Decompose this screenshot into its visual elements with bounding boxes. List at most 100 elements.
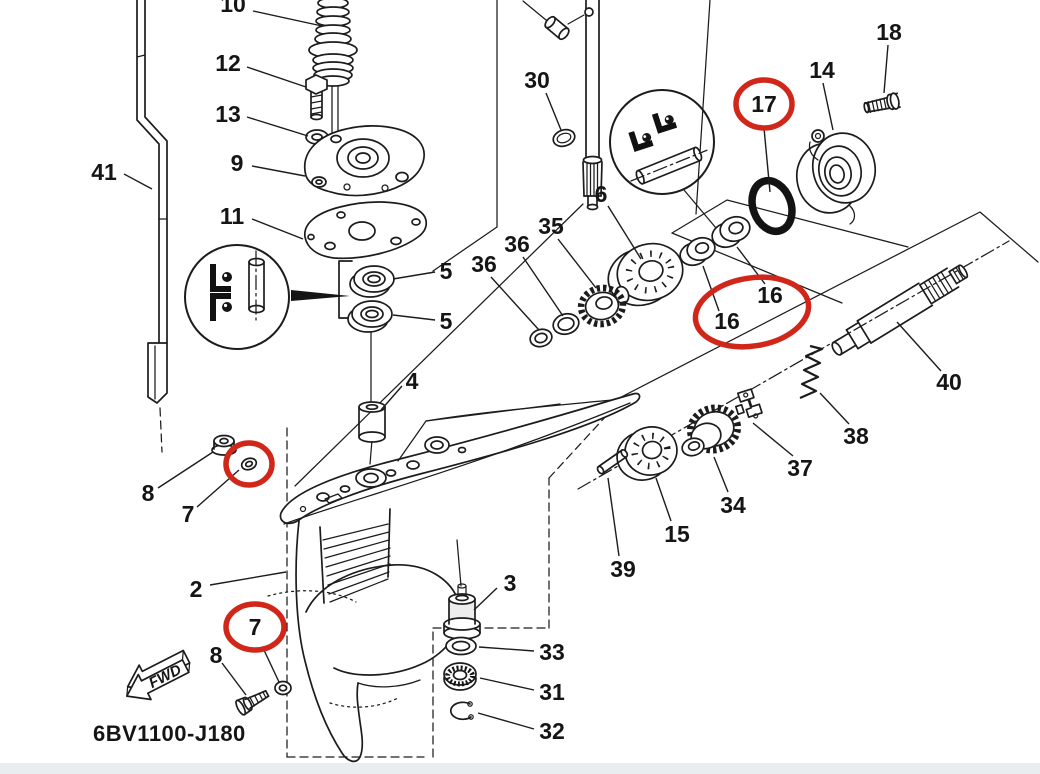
- leader-line-35-8: [557, 238, 597, 289]
- callout-31-27: 31: [539, 679, 565, 705]
- part-washer-7-lower: [274, 680, 292, 696]
- part-propeller-shaft-40: [831, 264, 969, 356]
- leader-line-34-22: [713, 456, 729, 493]
- callout-16-18: 16: [714, 308, 740, 334]
- callout-11-4: 11: [220, 203, 245, 229]
- leader-line-8-30: [157, 451, 214, 489]
- leader-line-12-1: [246, 66, 307, 88]
- callout-4-13: 4: [406, 368, 419, 394]
- callout-39-24: 39: [610, 556, 636, 582]
- leader-line-30-6: [545, 92, 562, 131]
- leader-line-36-9: [522, 256, 564, 317]
- callout-15-23: 15: [664, 521, 690, 547]
- part-pinion-gear-35: [577, 284, 630, 328]
- callout-36-9: 36: [504, 231, 530, 257]
- leader-line-36-10: [490, 276, 540, 331]
- leader-line-38-20: [819, 392, 850, 425]
- leader-line-8-32: [221, 662, 247, 696]
- callout-numbers: 1012139114130635363655417141816164038373…: [91, 0, 962, 744]
- leader-line-18-16: [883, 44, 889, 94]
- housing-rib-lines: [322, 523, 391, 603]
- part-circlip-32: [449, 701, 474, 721]
- leader-line-5-12: [392, 314, 436, 321]
- callout-17-14: 17: [751, 91, 777, 117]
- oil-seal-icon: [210, 293, 231, 321]
- part-driveshaft: [582, 0, 603, 211]
- red-highlight-circles: [223, 77, 812, 653]
- leader-line-10-0: [252, 10, 323, 27]
- leader-line-32-28: [477, 712, 535, 730]
- part-bolt-18: [863, 92, 901, 114]
- part-shift-rod-41: [136, 0, 168, 453]
- highlight-circle-2: [223, 440, 275, 488]
- leader-line-15-23: [655, 477, 672, 522]
- leader-line-40-19: [896, 321, 942, 372]
- callout-18-16: 18: [876, 19, 902, 45]
- leader-line-33-26: [478, 646, 535, 652]
- callout-5-11: 5: [440, 258, 453, 284]
- callout-3-25: 3: [504, 570, 517, 596]
- part-bushing-3: [443, 539, 481, 640]
- callout-8-30: 8: [142, 480, 155, 506]
- callout-33-26: 33: [539, 639, 565, 665]
- callout-8-32: 8: [210, 642, 223, 668]
- leader-line-17-14: [763, 127, 771, 193]
- oil-seal-icon: [210, 264, 231, 292]
- inset-pointer-arrow: [291, 290, 350, 301]
- callout-34-22: 34: [720, 492, 746, 518]
- leader-line-16-18: [702, 265, 720, 312]
- inset-seal-detail-right: [609, 89, 717, 229]
- part-needle-bearing-31: [443, 662, 477, 691]
- leader-line-41-5: [123, 173, 153, 190]
- highlight-circle-3: [223, 601, 287, 653]
- leader-line-39-24: [607, 477, 620, 557]
- part-washer-36-b: [529, 328, 553, 348]
- part-sleeve-4: [358, 401, 386, 443]
- part-ball-bearing-6: [607, 242, 684, 307]
- oil-seal-icon: [651, 112, 678, 134]
- callout-14-15: 14: [809, 57, 835, 83]
- oil-seal-icon: [628, 131, 654, 152]
- callout-16-17: 16: [757, 282, 783, 308]
- part-pin-39: [596, 448, 629, 475]
- part-gearcase-housing-2: [267, 392, 641, 763]
- highlight-circle-1: [692, 274, 812, 350]
- callout-6-7: 6: [595, 181, 608, 207]
- part-code-label: 6BV1100-J180: [93, 721, 246, 746]
- leader-line-31-27: [479, 677, 535, 691]
- footer-band: [0, 763, 1040, 774]
- callout-5-12: 5: [440, 308, 453, 334]
- leader-line-7-33: [262, 647, 280, 683]
- callout-35-8: 35: [538, 213, 564, 239]
- callout-9-3: 9: [231, 150, 244, 176]
- part-gasket-11: [304, 201, 428, 260]
- callout-30-6: 30: [524, 67, 550, 93]
- leader-line-6-7: [607, 205, 642, 260]
- leader-line-11-4: [251, 218, 304, 240]
- leader-line-4-13: [380, 385, 403, 411]
- part-bolt-12: [305, 74, 328, 121]
- part-oil-seal-16-b: [711, 215, 751, 249]
- callout-7-33: 7: [249, 614, 262, 640]
- leader-line-13-2: [246, 116, 309, 137]
- leader-lines: [123, 10, 942, 730]
- leader-line-9-3: [251, 165, 306, 177]
- leader-line-14-15: [822, 82, 834, 131]
- callout-40-19: 40: [936, 369, 962, 395]
- part-spring-38: [799, 344, 824, 400]
- callout-13-2: 13: [215, 101, 241, 127]
- part-clip-30: [552, 128, 576, 148]
- part-screw-8-lower: [235, 689, 270, 716]
- fwd-arrow: FWD: [125, 649, 191, 701]
- leader-line-5-11: [392, 271, 436, 280]
- part-oil-seal-16-a: [679, 236, 716, 267]
- callout-7-31: 7: [182, 501, 195, 527]
- part-pin-top: [522, 0, 594, 41]
- leader-line-2-29: [209, 571, 287, 586]
- part-water-pump-housing-9: [303, 125, 425, 197]
- part-gear-34: [681, 404, 742, 457]
- callout-12-1: 12: [215, 50, 241, 76]
- leader-line-3-25: [473, 587, 498, 611]
- part-washer-36-a: [552, 312, 580, 336]
